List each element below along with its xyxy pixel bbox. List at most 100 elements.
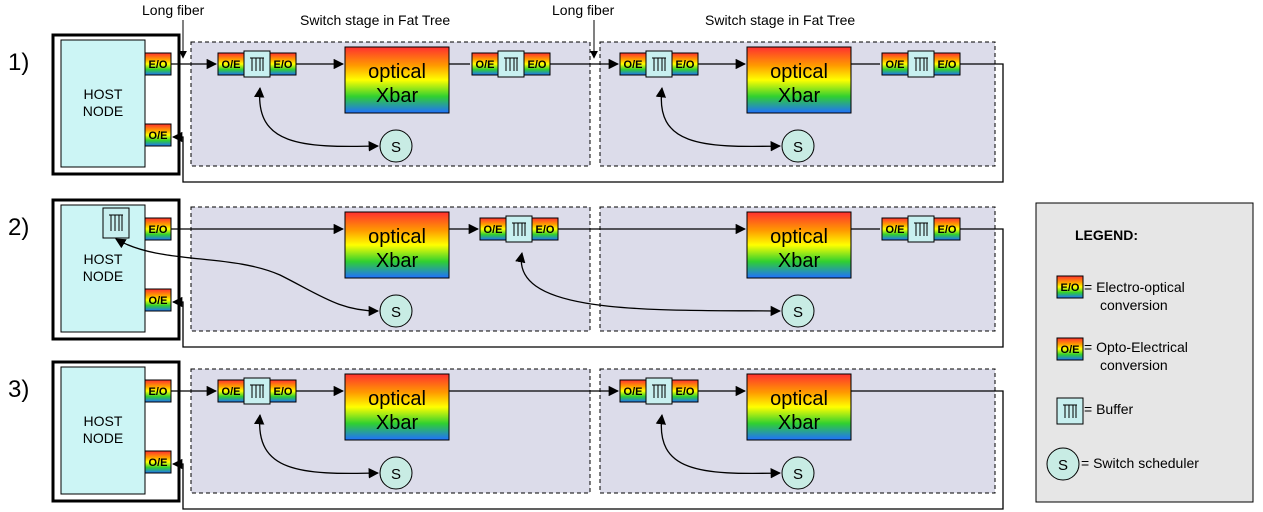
long-fiber-label: Long fiber	[552, 2, 615, 18]
scheduler-circle	[781, 456, 815, 490]
buffer-icon	[645, 377, 673, 405]
oe-converter: O/E	[144, 288, 172, 312]
eo-converter-box	[1056, 275, 1084, 299]
oe-label: O/E	[149, 130, 168, 142]
host-label-2: NODE	[83, 268, 123, 284]
eo-converter: E/O	[144, 217, 172, 241]
buffer-icon	[1056, 397, 1084, 425]
buffer-icon	[907, 50, 935, 78]
eo-label: E/O	[528, 59, 547, 71]
buffer-icon	[497, 50, 525, 78]
scheduler-control-link	[515, 251, 782, 317]
legend: LEGEND: E/O O/E S = Electro-optical conver…	[1035, 202, 1254, 503]
oe-converter-box	[144, 450, 172, 474]
scheduler-label: S	[793, 304, 803, 321]
eo-label: E/O	[149, 224, 168, 236]
legend-symbols: E/O O/E S	[1046, 275, 1084, 481]
oe-converter: O/E	[1056, 337, 1084, 361]
legend-eo-text-2: conversion	[1100, 297, 1168, 313]
oe-converter: O/E	[619, 52, 647, 76]
xbar-label-2: Xbar	[778, 412, 821, 434]
xbar-label-2: Xbar	[778, 250, 821, 272]
buffer-box	[907, 50, 935, 78]
oe-label: O/E	[624, 59, 643, 71]
eo-label: E/O	[149, 59, 168, 71]
host-label: HOST	[84, 251, 123, 267]
host-label-2: NODE	[83, 430, 123, 446]
oe-converter-box	[1056, 337, 1084, 361]
scheduler-label: S	[793, 466, 803, 483]
switch-scheduler-icon: S	[379, 456, 413, 490]
buffer-slots	[250, 384, 264, 398]
buffer-slots	[504, 57, 518, 71]
eo-label: E/O	[536, 224, 555, 236]
scheduler-label: S	[793, 139, 803, 156]
legend-oe-text: = Opto-Electrical	[1084, 339, 1188, 355]
oe-converter-box	[144, 123, 172, 147]
scheduler-control-link	[254, 413, 380, 479]
xbar-label: optical	[368, 388, 426, 410]
scheduler-label: S	[391, 466, 401, 483]
buffer-slots	[512, 222, 526, 236]
eo-label: E/O	[274, 386, 293, 398]
buffer-slots	[914, 57, 928, 71]
oe-converter: O/E	[144, 450, 172, 474]
legend-title: LEGEND:	[1075, 227, 1138, 243]
host-label: HOST	[84, 413, 123, 429]
eo-label: E/O	[1061, 282, 1080, 294]
oe-converter: O/E	[619, 379, 647, 403]
oe-converter: O/E	[881, 217, 909, 241]
eo-label: E/O	[149, 386, 168, 398]
eo-converter: E/O	[933, 217, 961, 241]
buffer-icon	[243, 50, 271, 78]
oe-converter: O/E	[217, 379, 245, 403]
scheduler-circle	[781, 294, 815, 328]
switch-stage-label: Switch stage in Fat Tree	[705, 12, 855, 28]
switch-stage-label: Switch stage in Fat Tree	[300, 12, 450, 28]
buffer-icon	[907, 215, 935, 243]
oe-label: O/E	[222, 386, 241, 398]
xbar-label: optical	[770, 61, 828, 83]
scheduler-control-link	[254, 86, 380, 152]
eo-converter: E/O	[269, 379, 297, 403]
host-node	[60, 366, 146, 495]
eo-label: E/O	[938, 59, 957, 71]
oe-converter: O/E	[217, 52, 245, 76]
buffer-box	[497, 50, 525, 78]
oe-label: O/E	[149, 457, 168, 469]
buffer-slots	[250, 57, 264, 71]
host-label: HOST	[84, 86, 123, 102]
legend-eo-text: = Electro-optical	[1084, 279, 1185, 295]
xbar-label-2: Xbar	[376, 85, 419, 107]
eo-converter: E/O	[144, 379, 172, 403]
legend-scheduler-text: = Switch scheduler	[1081, 455, 1199, 471]
buffer-box	[243, 377, 271, 405]
eo-converter: E/O	[671, 52, 699, 76]
buffer-icon	[243, 377, 271, 405]
return-fiber	[171, 390, 1004, 510]
buffer-slots	[1063, 404, 1077, 418]
eo-label: E/O	[676, 59, 695, 71]
eo-converter: E/O	[671, 379, 699, 403]
scheduler-circle	[1046, 447, 1080, 481]
switch-scheduler-icon: S	[781, 129, 815, 163]
scheduler-label: S	[1058, 457, 1068, 474]
buffer-slots	[914, 222, 928, 236]
switch-scheduler-icon: S	[379, 129, 413, 163]
long-fiber-label: Long fiber	[142, 2, 205, 18]
scheduler-control-link	[655, 86, 782, 152]
oe-label: O/E	[886, 59, 905, 71]
switch-scheduler-icon: S	[781, 294, 815, 328]
eo-label: E/O	[676, 386, 695, 398]
scheduler-label: S	[391, 304, 401, 321]
xbar-label: optical	[770, 388, 828, 410]
eo-converter: E/O	[933, 52, 961, 76]
xbar-label-2: Xbar	[376, 412, 419, 434]
